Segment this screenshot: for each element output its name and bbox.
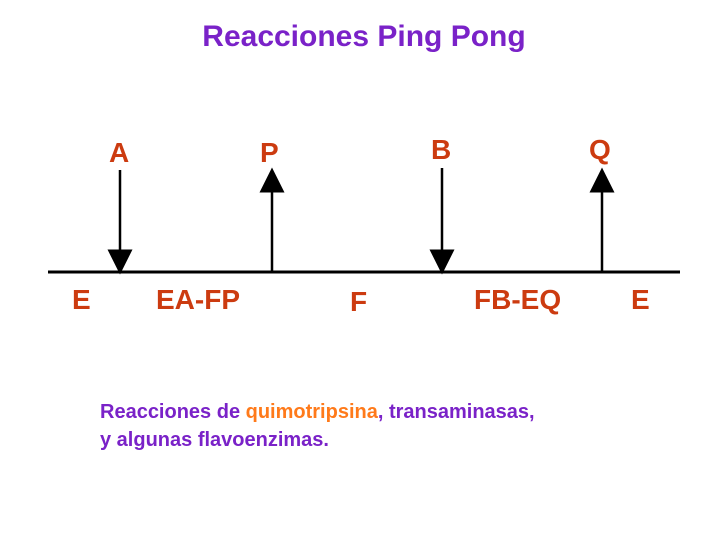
caption-text-2: , transaminasas, [377,401,535,423]
caption-highlight: quimotripsina [245,401,378,423]
label-q: Q [589,134,611,165]
label-a: A [109,137,130,168]
caption-line-2: y algunas flavoenzimas. [100,429,329,451]
species-f: F [350,286,368,317]
label-b: B [431,134,452,165]
label-p: P [260,137,279,168]
species-ea-fp: EA-FP [156,284,240,315]
species-fb-eq: FB-EQ [474,284,562,315]
caption: Reacciones de quimotripsina, transaminas… [100,398,535,454]
species-e-start: E [72,284,91,315]
species-e-end: E [631,284,650,315]
caption-text-1: Reacciones de [100,401,246,423]
slide-title: Reacciones Ping Pong [202,20,526,53]
